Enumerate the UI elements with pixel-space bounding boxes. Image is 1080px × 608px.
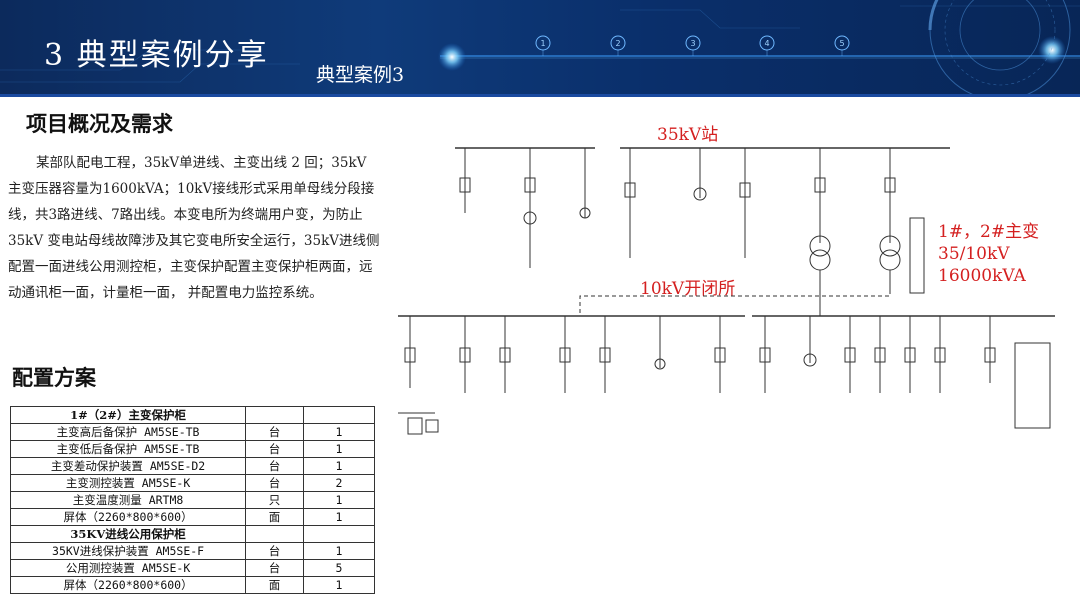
page-subtitle: 典型案例3 [316, 64, 405, 86]
item-qty: 1 [302, 423, 376, 441]
item-name: 35KV进线保护装置 AM5SE-F [9, 542, 247, 560]
item-qty: 2 [302, 474, 376, 492]
item-qty: 1 [302, 491, 376, 509]
item-unit: 台 [245, 559, 304, 577]
config-table: 1#（2#）主变保护柜 主变高后备保护 AM5SE-TB 台 1 主变低后备保护… [9, 406, 376, 594]
indicator-4: 4 [764, 39, 769, 48]
table-section-header: 35KV进线公用保护柜 [9, 525, 376, 543]
indicator-5: 5 [839, 39, 844, 48]
config-title: 配置方案 [12, 365, 96, 390]
item-qty: 1 [302, 508, 376, 526]
single-line-diagram [398, 147, 1055, 435]
label-35kv-station: 35kV站 [657, 125, 719, 145]
transformer-1 [809, 235, 831, 316]
metering-detail [398, 412, 439, 435]
item-name: 主变差动保护装置 AM5SE-D2 [9, 457, 247, 475]
item-name: 主变低后备保护 AM5SE-TB [9, 440, 247, 458]
table-row: 公用测控装置 AM5SE-K 台 5 [9, 559, 376, 577]
item-qty: 1 [302, 576, 376, 594]
item-name: 主变高后备保护 AM5SE-TB [9, 423, 247, 441]
page-title: 3 典型案例分享 [44, 38, 269, 73]
item-qty: 1 [302, 440, 376, 458]
header-divider [0, 94, 1080, 97]
table-row: 主变测控装置 AM5SE-K 台 2 [9, 474, 376, 492]
table-row: 主变高后备保护 AM5SE-TB 台 1 [9, 423, 376, 441]
feeder-10kv-left [404, 316, 726, 393]
table-row: 屏体（2260*800*600） 面 1 [9, 508, 376, 526]
banner-decoration: 1 2 3 4 5 [0, 0, 1080, 94]
item-name: 屏体（2260*800*600） [9, 508, 247, 526]
overview-text: 某部队配电工程，35kV单进线、主变出线 2 回；35kV 主变压器容量为160… [8, 150, 384, 306]
item-unit: 只 [245, 491, 304, 509]
indicator-2: 2 [615, 39, 620, 48]
radar-dial-decoration [928, 0, 1071, 94]
table-row: 35KV进线保护装置 AM5SE-F 台 1 [9, 542, 376, 560]
overview-title: 项目概况及需求 [26, 111, 173, 136]
label-transformers-name: 1#，2#主变 [938, 222, 1040, 242]
blank-cell [245, 406, 304, 424]
table-section-header: 1#（2#）主变保护柜 [9, 406, 376, 424]
item-unit: 面 [245, 508, 304, 526]
table-row: 主变低后备保护 AM5SE-TB 台 1 [9, 440, 376, 458]
item-name: 公用测控装置 AM5SE-K [9, 559, 247, 577]
transformer-2 [879, 217, 925, 294]
blank-cell [245, 525, 304, 543]
tie-line [579, 290, 891, 316]
label-transformers: 1#，2#主变 35/10kV 16000kVA [938, 221, 1039, 287]
item-qty: 5 [302, 559, 376, 577]
table-row: 主变差动保护装置 AM5SE-D2 台 1 [9, 457, 376, 475]
item-name: 主变温度测量 ARTM8 [9, 491, 247, 509]
item-name: 主变测控装置 AM5SE-K [9, 474, 247, 492]
feeder-10kv-right [759, 316, 1051, 429]
label-10kv-switchgear: 10kV开闭所 [640, 279, 736, 299]
item-name: 屏体（2260*800*600） [9, 576, 247, 594]
item-unit: 面 [245, 576, 304, 594]
table-row: 主变温度测量 ARTM8 只 1 [9, 491, 376, 509]
feeder-35kv [459, 148, 896, 268]
section-2-header: 35KV进线公用保护柜 [9, 525, 247, 543]
overview-paragraph: 某部队配电工程，35kV单进线、主变出线 2 回；35kV 主变压器容量为160… [8, 155, 380, 301]
item-qty: 1 [302, 457, 376, 475]
header-banner: 1 2 3 4 5 3 典型案例分享 典型案例3 [0, 0, 1080, 94]
label-transformers-voltage: 35/10kV [938, 244, 1010, 264]
indicator-1: 1 [540, 39, 545, 48]
item-unit: 台 [245, 440, 304, 458]
indicator-3: 3 [690, 39, 695, 48]
item-unit: 台 [245, 474, 304, 492]
section-1-header: 1#（2#）主变保护柜 [9, 406, 247, 424]
item-unit: 台 [245, 457, 304, 475]
table-row: 屏体（2260*800*600） 面 1 [9, 576, 376, 594]
blank-cell [302, 525, 376, 543]
label-transformers-capacity: 16000kVA [938, 266, 1026, 286]
item-unit: 台 [245, 542, 304, 560]
blank-cell [302, 406, 376, 424]
item-unit: 台 [245, 423, 304, 441]
item-qty: 1 [302, 542, 376, 560]
